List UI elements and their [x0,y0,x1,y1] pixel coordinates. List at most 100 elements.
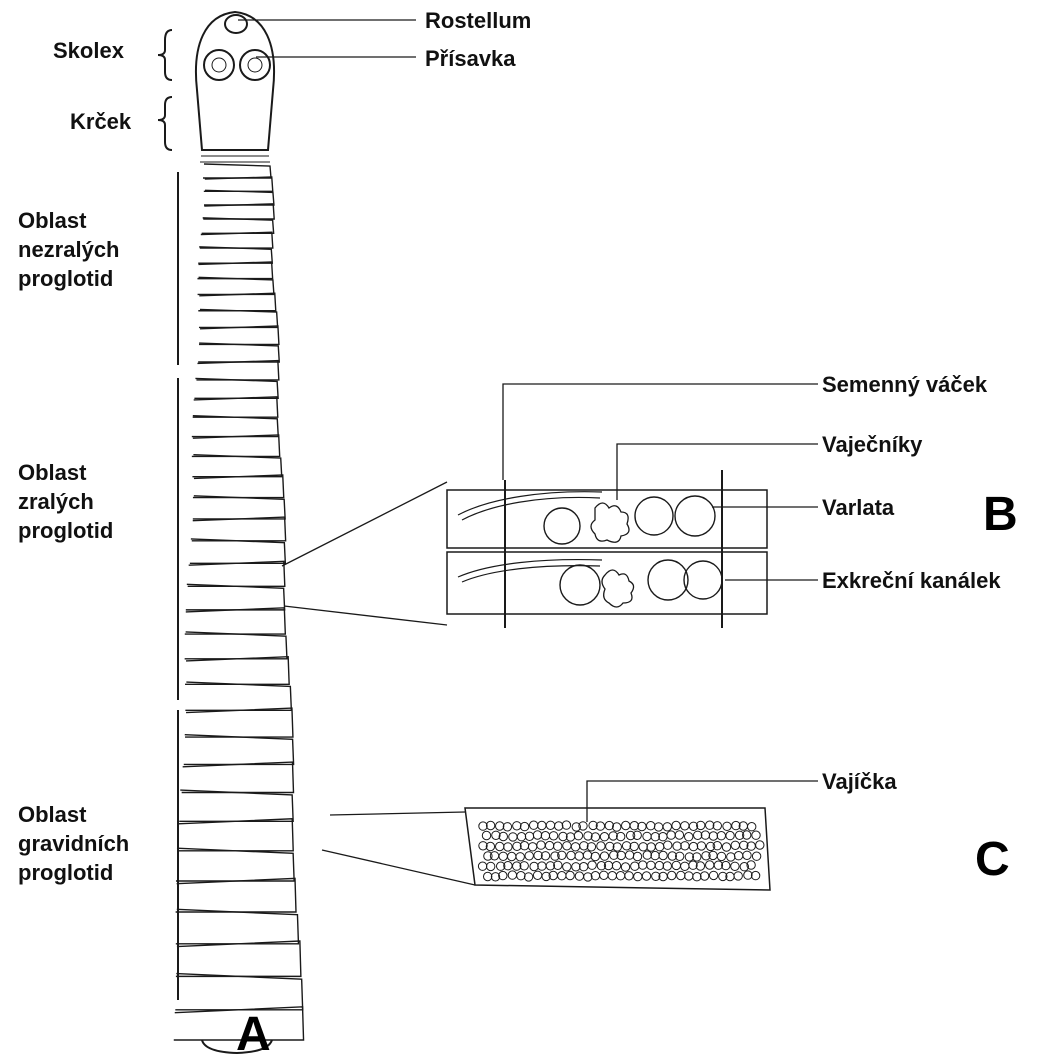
egg [538,862,546,870]
egg [642,872,650,880]
egg [717,832,725,840]
egg [689,842,697,850]
proglottid-segment [176,878,296,912]
egg [591,872,599,880]
panel-c-proglottid [465,808,770,890]
panel-label-c: C [975,835,1010,885]
egg [685,833,693,841]
proglottid-segment [194,378,278,398]
egg [744,871,752,879]
egg [647,861,655,869]
egg [600,871,608,879]
proglottid-segment [193,397,278,417]
proglottid-segment [179,790,293,821]
panel-label-b: B [983,490,1018,540]
egg [572,863,580,871]
egg [656,843,664,851]
egg [600,852,608,860]
egg [743,851,751,859]
sucker-right [240,50,270,80]
proglottid-segment [177,819,293,851]
egg [530,821,538,829]
egg [571,843,579,851]
egg [541,832,549,840]
label-exkrecni-kanalek: Exkreční kanálek [822,566,1001,595]
egg [647,843,655,851]
egg [563,863,571,871]
egg [709,871,717,879]
egg [681,862,689,870]
proglottid-segment [185,632,287,659]
egg [574,832,582,840]
egg [752,831,760,839]
proglottid-segment [185,708,293,737]
sucker-left [204,50,234,80]
egg [752,852,760,860]
egg [681,822,689,830]
egg [694,831,702,839]
egg [567,851,575,859]
proglottid-segment [176,909,299,943]
egg [722,843,730,851]
panel-label-a: A [236,1010,271,1060]
egg [563,842,571,850]
egg [675,831,683,839]
egg [600,833,608,841]
egg [697,842,705,850]
egg [685,872,693,880]
egg [580,863,588,871]
egg [731,862,739,870]
egg [663,862,671,870]
proglottid-segment [175,974,302,1010]
label-krcek: Krček [70,107,131,136]
label-skolex: Skolex [53,36,124,65]
proglottid-segment [185,608,286,634]
label-prisavka: Přísavka [425,44,516,73]
proglottid-segment [204,190,274,205]
egg [608,872,616,880]
egg [591,852,599,860]
egg [643,851,651,859]
egg [727,853,735,861]
proglottid-segment [198,343,279,362]
proglottid-segment [185,657,289,685]
egg [555,822,563,830]
egg [677,871,685,879]
egg [622,821,630,829]
egg [701,831,709,839]
egg [668,871,676,879]
egg [734,872,742,880]
proglottid-segment [185,682,291,710]
egg [503,823,511,831]
egg [525,832,533,840]
proglottid-segment [182,762,294,792]
proglottid-segment [192,517,286,541]
egg [566,871,574,879]
proglottid-segment [197,262,272,279]
egg [538,821,546,829]
proglottid-segment [200,232,273,248]
egg [709,832,717,840]
egg [673,842,681,850]
rostellum-shape [225,15,247,33]
proglottid-segment [190,539,285,563]
egg [490,852,498,860]
egg [513,822,521,830]
egg [639,861,647,869]
krcek-bracket [158,97,172,150]
proglottid-segment [188,561,285,586]
egg [533,871,541,879]
egg [597,842,605,850]
proglottid-segment [192,455,281,477]
proglottid-segment [199,309,278,327]
egg [509,833,517,841]
proglottid-segment [198,277,274,294]
proglottid-segment [203,164,271,178]
egg [616,872,624,880]
egg [681,842,689,850]
egg [504,843,512,851]
egg [549,832,557,840]
egg [723,822,731,830]
